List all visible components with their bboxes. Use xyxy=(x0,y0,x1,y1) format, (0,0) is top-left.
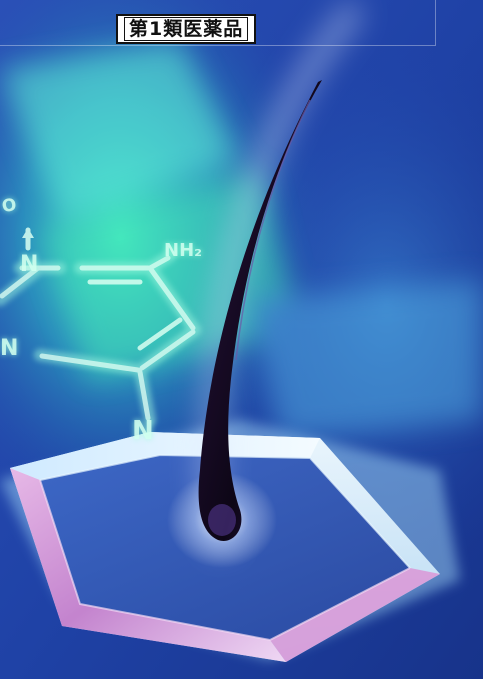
atom-label-amino: NH₂ xyxy=(164,240,203,261)
atom-label-nitrogen-left: N xyxy=(0,336,19,361)
hair-bulb xyxy=(208,504,236,536)
atom-label-oxygen: O xyxy=(0,195,18,217)
atom-label-nitrogen-top: N xyxy=(20,252,39,277)
badge-inner-frame: 第1類医薬品 xyxy=(124,17,249,41)
molecule-structure xyxy=(0,227,201,426)
drug-class-badge: 第1類医薬品 xyxy=(116,14,257,44)
header-frame xyxy=(0,0,436,46)
hair-highlight xyxy=(235,99,311,361)
atom-label-nitrogen-bottom: N xyxy=(132,416,154,446)
light-streaks xyxy=(0,40,483,440)
hair-strand xyxy=(198,80,322,541)
drug-class-label: 第1類医薬品 xyxy=(129,18,244,40)
